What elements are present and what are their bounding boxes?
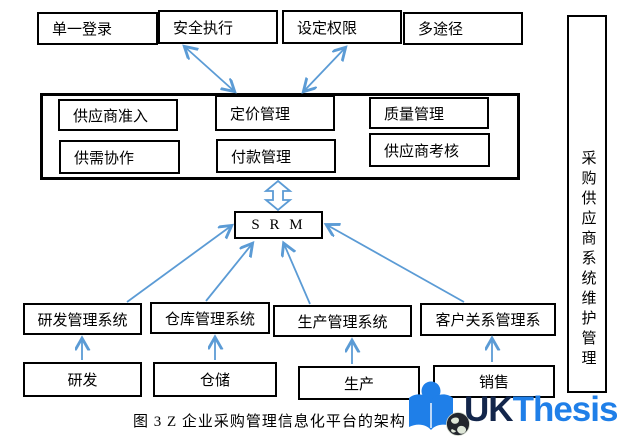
- arrow-warehouse-system-srm: [205, 244, 252, 302]
- warehouse-dept-box: 仓储: [153, 362, 277, 397]
- arrow-set-permissions-platform: [304, 48, 345, 91]
- supply-demand-collab-box: 供需协作: [59, 140, 180, 174]
- multi-channel-box: 多途径: [403, 12, 523, 45]
- production-system-box: 生产管理系统: [273, 305, 412, 337]
- logo-uk-text: UK: [464, 390, 514, 429]
- side-panel-label: 采购供应商系统维护管理: [579, 150, 596, 370]
- figure-caption: 图 3 Z 企业采购管理信息化平台的架构: [133, 414, 406, 430]
- ukthesis-logo-text: UKThesis: [464, 390, 619, 429]
- sales-dept-box: 销售: [433, 365, 555, 398]
- supplier-access-box: 供应商准入: [58, 99, 178, 131]
- production-dept-box: 生产: [298, 366, 420, 400]
- srm-box: S R M: [234, 211, 323, 239]
- rd-dept-box: 研发: [23, 362, 142, 397]
- logo-thesis-text: Thesis: [512, 390, 619, 429]
- secure-execution-box: 安全执行: [158, 10, 278, 44]
- quality-mgmt-box: 质量管理: [369, 97, 489, 129]
- arrow-platform-srm-block: [263, 179, 293, 212]
- warehouse-system-box: 仓库管理系统: [150, 302, 270, 334]
- arrow-crm-system-srm: [327, 225, 465, 303]
- rd-system-box: 研发管理系统: [23, 303, 142, 335]
- single-login-box: 单一登录: [37, 12, 158, 45]
- supplier-assessment-box: 供应商考核: [369, 133, 490, 167]
- payment-mgmt-box: 付款管理: [216, 139, 336, 173]
- pricing-mgmt-box: 定价管理: [215, 95, 335, 131]
- arrow-production-system-srm: [284, 244, 311, 305]
- set-permissions-box: 设定权限: [282, 10, 402, 44]
- maintenance-side-panel: 采购供应商系统维护管理: [567, 15, 607, 393]
- arrow-rd-system-srm: [126, 226, 231, 303]
- crm-system-box: 客户关系管理系: [420, 303, 556, 336]
- arrow-secure-exec-platform: [185, 47, 234, 91]
